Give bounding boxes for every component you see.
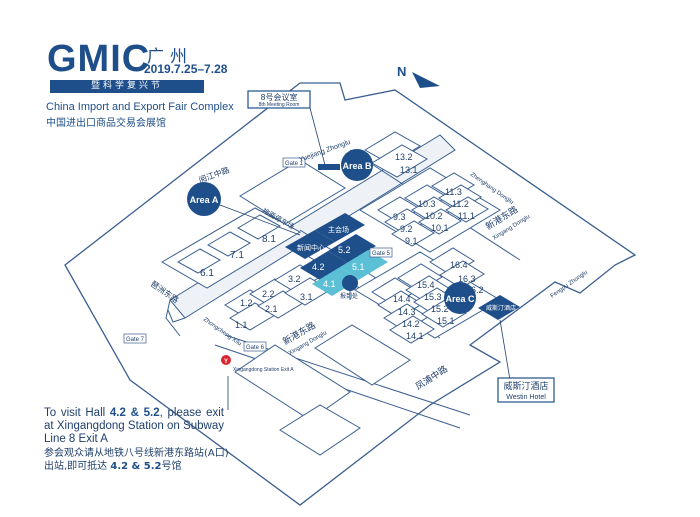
hall-15-4: 15.4 (417, 280, 435, 290)
meeting-room-zh: 8号会议室 (260, 92, 297, 102)
meeting-room-box (247, 90, 311, 109)
hall-10-3: 10.3 (418, 199, 436, 209)
hall-1-1: 1.1 (235, 320, 248, 330)
visit-instructions-zh: 参会观众请从地铁八号线新港东路站(A口)出站,即可抵达 4.2 & 5.2号馆 (44, 448, 229, 472)
hall-11-1: 11.1 (458, 211, 475, 221)
venue-name-zh: 中国进出口商品交易会展馆 (46, 118, 166, 129)
svg-text:新闻中心: 新闻中心 (297, 243, 325, 252)
svg-text:4.1: 4.1 (323, 279, 336, 289)
venue-name-en: China Import and Export Fair Complex (46, 101, 234, 113)
area-b-halls (364, 131, 428, 178)
gate-5: Gate 5 (369, 247, 393, 258)
svg-text:Gate 6: Gate 6 (246, 345, 265, 351)
hall-4-1: 4.1 (312, 267, 360, 296)
svg-text:Area B: Area B (342, 161, 372, 171)
hall-9-2: 9.2 (400, 224, 413, 234)
metro-station-marker: Y Xingangdong Station Exit A (221, 355, 294, 410)
logo-gmic: GMIC (47, 38, 151, 80)
svg-text:Gate 1: Gate 1 (285, 161, 304, 167)
compass-icon: N (397, 64, 440, 88)
event-date: 2019.7.25–7.28 (144, 62, 228, 76)
hall-9-3: 9.3 (393, 212, 406, 222)
westin-label-en: Westin Hotel (506, 394, 546, 401)
westin-label-box (497, 377, 555, 403)
gate-7: Gate 7 (123, 333, 147, 344)
hall-13-1: 13.1 (400, 165, 418, 175)
hall-4-2: 4.2 (300, 251, 348, 280)
svg-text:Xingangdong Station Exit A: Xingangdong Station Exit A (233, 367, 294, 373)
area-a-south-halls (224, 264, 331, 331)
svg-text:5.1: 5.1 (352, 262, 365, 272)
hall-14-4: 14.4 (393, 294, 411, 304)
hall-5-2: 5.2 (328, 234, 376, 263)
area-a-marker: Area A (187, 182, 301, 236)
gate-1: Gate 1 (282, 157, 306, 168)
hall-16-2: 16.2 (466, 285, 484, 295)
hall-15-3: 15.3 (424, 292, 442, 302)
hall-9-1: 9.1 (405, 236, 418, 246)
svg-text:Area A: Area A (190, 195, 219, 205)
halls-9-11 (377, 172, 489, 247)
hall-news-center: 新闻中心 (285, 230, 335, 259)
svg-text:7.1: 7.1 (230, 250, 244, 261)
hall-2-1: 2.1 (265, 304, 278, 314)
svg-text:威斯汀酒店: 威斯汀酒店 (486, 304, 516, 312)
svg-text:6.1: 6.1 (200, 268, 214, 279)
svg-text:5.2: 5.2 (338, 245, 351, 255)
hall-10-2: 10.2 (425, 211, 443, 221)
area-c-halls (371, 247, 485, 344)
hall-14-1: 14.1 (406, 331, 424, 341)
hall-14-2: 14.2 (402, 319, 420, 329)
registration-marker: 报到处 (340, 275, 358, 300)
hall-8-1: 8.1 (236, 214, 282, 245)
hall-6-1: 6.1 (176, 248, 222, 279)
hall-11-2: 11.2 (452, 199, 469, 209)
hall-13-2: 13.2 (395, 152, 413, 162)
svg-text:报到处: 报到处 (340, 292, 358, 300)
area-b-marker: Area B (341, 149, 373, 181)
hall-7-1: 7.1 (206, 231, 252, 261)
hall-1-2: 1.2 (240, 298, 253, 308)
parking-lot (239, 159, 346, 225)
hall-3-2: 3.2 (288, 274, 301, 284)
svg-text:Gate 7: Gate 7 (126, 337, 145, 343)
hall-15-2: 15.2 (431, 304, 449, 314)
logo-banner: 暨科学复兴节 (50, 80, 204, 93)
svg-text:Gate 5: Gate 5 (372, 251, 391, 257)
logo-city: 广州 (147, 47, 193, 67)
hall-10-1: 10.1 (431, 223, 449, 233)
visit-instructions-en: To visit Hall 4.2 & 5.2, please exit at … (44, 407, 224, 445)
gate-6: Gate 6 (243, 341, 267, 352)
svg-text:8.1: 8.1 (262, 234, 276, 245)
hall-16-4: 16.4 (450, 260, 468, 270)
meeting-room-building (318, 164, 340, 170)
svg-text:4.2: 4.2 (312, 262, 325, 272)
meeting-room-en: 8th Meeting Room (259, 102, 300, 108)
hall-15-1: 15.1 (437, 316, 455, 326)
hall-2-2: 2.2 (262, 289, 275, 299)
hall-3-1: 3.1 (300, 292, 313, 302)
svg-text:Area C: Area C (445, 294, 475, 304)
area-c-marker: Area C (444, 282, 476, 314)
hall-forum: 主会场 (315, 213, 365, 242)
westin-label-zh: 威斯汀酒店 (503, 380, 548, 392)
svg-text:主会场: 主会场 (328, 225, 349, 234)
svg-text:Y: Y (224, 359, 228, 365)
svg-text:N: N (397, 64, 406, 79)
main-boulevard (169, 134, 456, 319)
hall-14-3: 14.3 (398, 307, 416, 317)
hall-11-3: 11.3 (445, 187, 462, 197)
hall-16-3: 16.3 (458, 274, 476, 284)
westin-hotel-building: 威斯汀酒店 (478, 295, 520, 320)
